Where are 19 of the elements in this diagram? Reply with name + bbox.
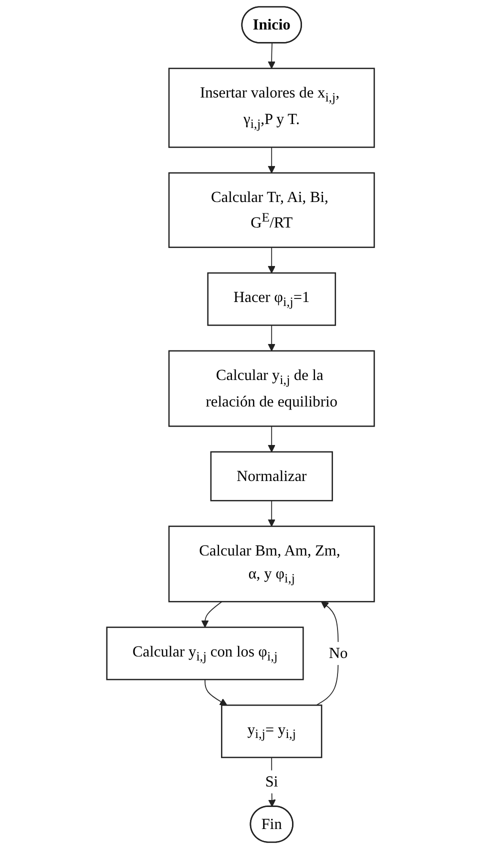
arrow [268,42,276,69]
edge-label: Si [265,772,278,790]
node-box: Calcular Bm, Am, Zm, α, y φ$_{i,j}$ [168,526,375,602]
node-box: y$_{i,j}$= y$_{i,j}$ [220,704,322,758]
node-box: Calcular y$_{i,j}$ de la relación de equilibrio [168,350,375,427]
node-box: Hacer φ$_{i,j}$=1 [207,272,336,326]
node-box: Insertar valores de x$_{i,j}$, γ$_{i,j}$,P y T. [168,68,375,148]
node-box: Calcular y$_{i,j}$ con los φ$_{i,j}$ [106,626,304,680]
arrow [201,601,222,628]
edge-label: No [328,644,348,662]
arrow [268,426,276,452]
arrow [268,246,276,274]
arrow [268,500,276,527]
node-box: Normalizar [210,451,333,502]
arrow [204,679,228,706]
node-box: Calcular Tr, Ai, Bi, G$^{E}$/RT [168,172,375,248]
arrow [268,146,276,174]
arrow [268,324,276,352]
arrow [316,601,339,706]
